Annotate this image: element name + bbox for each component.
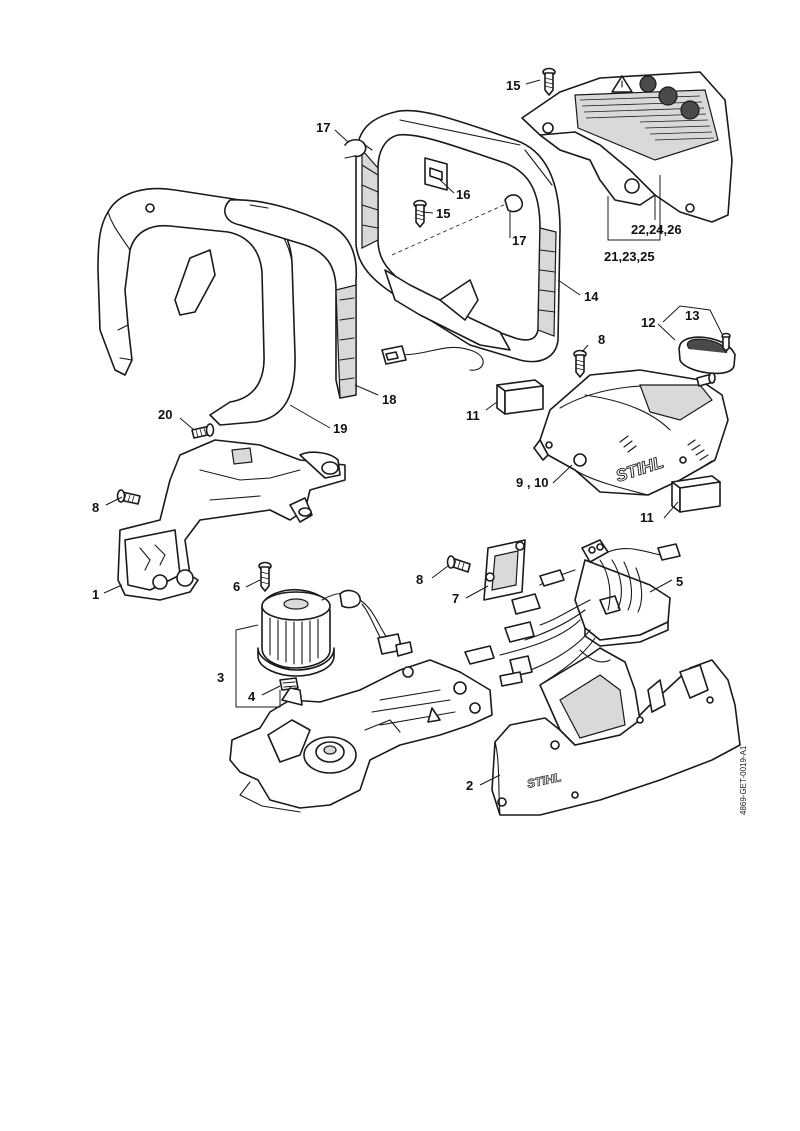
handle-housing-1 [117,439,346,601]
callout-13: 13 [685,308,699,323]
callout-14: 14 [584,289,599,304]
screw-15-middle [413,199,427,228]
screw-8-middle [446,555,471,573]
callout-17-outside: 17 [316,120,330,135]
callout-22-24-26: 22,24,26 [631,222,682,237]
ring-12 [678,336,736,375]
switch-cable [381,345,484,371]
damper-pad-11-lower [671,475,721,513]
screw-6 [258,561,272,592]
ear-protection-icon [680,100,700,120]
callout-19: 19 [333,421,347,436]
callout-3: 3 [217,670,224,685]
callout-20: 20 [158,407,172,422]
handle-cover-with-label [521,71,733,223]
warning-triangle-icon [611,75,633,93]
callout-11-upper: 11 [466,408,480,423]
callout-16: 16 [456,187,470,202]
electric-motor-3 [257,588,413,677]
screw-13 [721,332,731,352]
spring-17-inside [504,194,524,213]
callout-8-left: 8 [92,500,99,515]
callout-12: 12 [641,315,655,330]
callout-21-23-25: 21,23,25 [604,249,655,264]
callout-17-inside: 17 [512,233,526,248]
callout-8-right: 8 [598,332,605,347]
callout-18: 18 [382,392,396,407]
callout-6: 6 [233,579,240,594]
handle-frame [355,109,561,363]
callout-4: 4 [248,689,256,704]
callout-7: 7 [452,591,459,606]
callout-5: 5 [676,574,683,589]
spring-17-outside [344,138,373,159]
plate-7 [483,539,526,601]
callout-15-middle: 15 [436,206,450,221]
callout-8-middle: 8 [416,572,423,587]
screw-12-small [696,372,716,387]
screw-8-right [573,349,587,378]
screw-8-left [116,489,141,505]
battery-housing-2: STIHL [491,647,741,816]
switch-slider-16 [424,157,448,191]
motor-cover-9-10: STIHL [533,369,729,496]
damper-pad-11-upper [496,379,544,415]
safety-pictogram-icon [639,75,657,93]
coupling-4 [279,677,299,691]
callout-11-lower: 11 [640,510,654,525]
drawing-reference: 4869-GET-0019-A1 [739,745,748,815]
callout-15-top: 15 [506,78,520,93]
callout-9-10: 9 , 10 [516,475,549,490]
callout-2: 2 [466,778,473,793]
leader-lines [103,79,723,786]
screw-15-top [542,67,556,96]
gearbox-housing [229,659,493,813]
handle-grip-18 [224,198,358,399]
warning-label [579,95,715,141]
eye-protection-icon [658,86,678,106]
electronics-module-5 [464,539,681,687]
callout-1: 1 [92,587,99,602]
callout-labels: 15 17 16 15 17 22,24,26 21,23,25 14 12 1… [92,78,699,793]
screw-20 [191,423,215,439]
